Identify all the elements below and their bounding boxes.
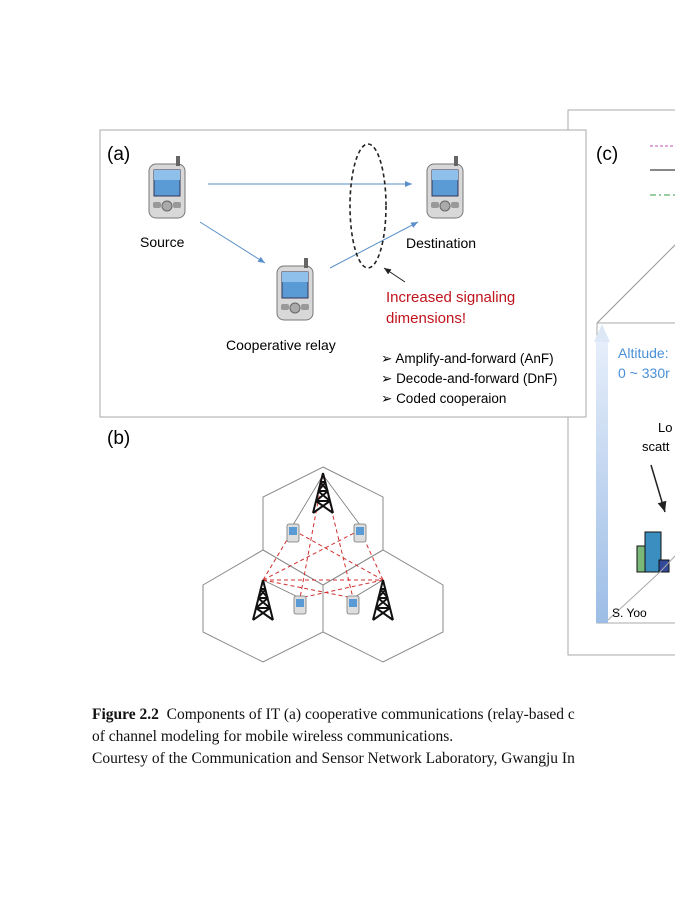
tower-icon xyxy=(312,472,334,514)
altitude-range: 0 ~ 330r xyxy=(618,365,670,381)
source-phone-icon xyxy=(148,155,186,219)
credit-label: S. Yoo xyxy=(612,606,647,620)
panel-a-label: (a) xyxy=(107,144,130,165)
tower-icon xyxy=(372,579,394,621)
altitude-label: Altitude: xyxy=(618,345,669,361)
panel-b: (b) xyxy=(107,428,444,663)
relay-phone-icon xyxy=(276,257,314,321)
bullet-item: Decode-and-forward (DnF) xyxy=(396,371,557,386)
annotation-line-1: Increased signaling xyxy=(386,289,515,306)
panel-b-label: (b) xyxy=(107,428,130,449)
phone-icon xyxy=(293,595,307,615)
phone-icon xyxy=(286,523,300,543)
bullet-arrow-icon: ➢ xyxy=(381,371,396,386)
scatter-label-1: Lo xyxy=(658,420,672,435)
panel-c-label: (c) xyxy=(596,144,618,165)
tower-icon xyxy=(252,579,274,621)
panel-a: (a) Source Destination Cooperative relay… xyxy=(99,129,587,418)
scatter-label-2: scatt xyxy=(642,439,670,454)
svg-text:➢ Amplify-and-forward (AnF): ➢ Amplify-and-forward (AnF) xyxy=(381,351,554,366)
svg-text:➢ Decode-and-forward (DnF): ➢ Decode-and-forward (DnF) xyxy=(381,371,557,386)
svg-text:➢ Coded cooperaion: ➢ Coded cooperaion xyxy=(381,391,506,406)
signaling-ellipse xyxy=(349,143,387,269)
destination-phone-icon xyxy=(426,155,464,219)
bullet-arrow-icon: ➢ xyxy=(381,391,396,406)
destination-label: Destination xyxy=(406,235,476,251)
bullet-arrow-icon: ➢ xyxy=(381,351,395,366)
bullet-item: Coded cooperaion xyxy=(396,391,506,406)
annotation-line-2: dimensions! xyxy=(386,310,466,327)
building-icon xyxy=(636,531,670,573)
phone-icon xyxy=(346,595,360,615)
relay-destination-arrow xyxy=(329,221,419,269)
figure-number: Figure 2.2 xyxy=(92,706,159,723)
hexagonal-cells xyxy=(202,466,444,663)
phone-icon xyxy=(353,523,367,543)
figure-caption: Figure 2.2 Components of IT (a) cooperat… xyxy=(92,704,675,770)
relay-label: Cooperative relay xyxy=(226,337,336,353)
source-label: Source xyxy=(140,234,185,250)
source-relay-arrow xyxy=(199,221,266,264)
altitude-arrow xyxy=(596,340,608,623)
caption-line-3: Courtesy of the Communication and Sensor… xyxy=(92,750,575,767)
caption-line-2: of channel modeling for mobile wireless … xyxy=(92,728,454,745)
caption-line-1: Components of IT (a) cooperative communi… xyxy=(166,706,575,723)
bullet-item: Amplify-and-forward (AnF) xyxy=(395,351,553,366)
panel-c: (c) Altitude: 0 ~ 330r Lo scatt S. Yoo xyxy=(567,109,675,656)
